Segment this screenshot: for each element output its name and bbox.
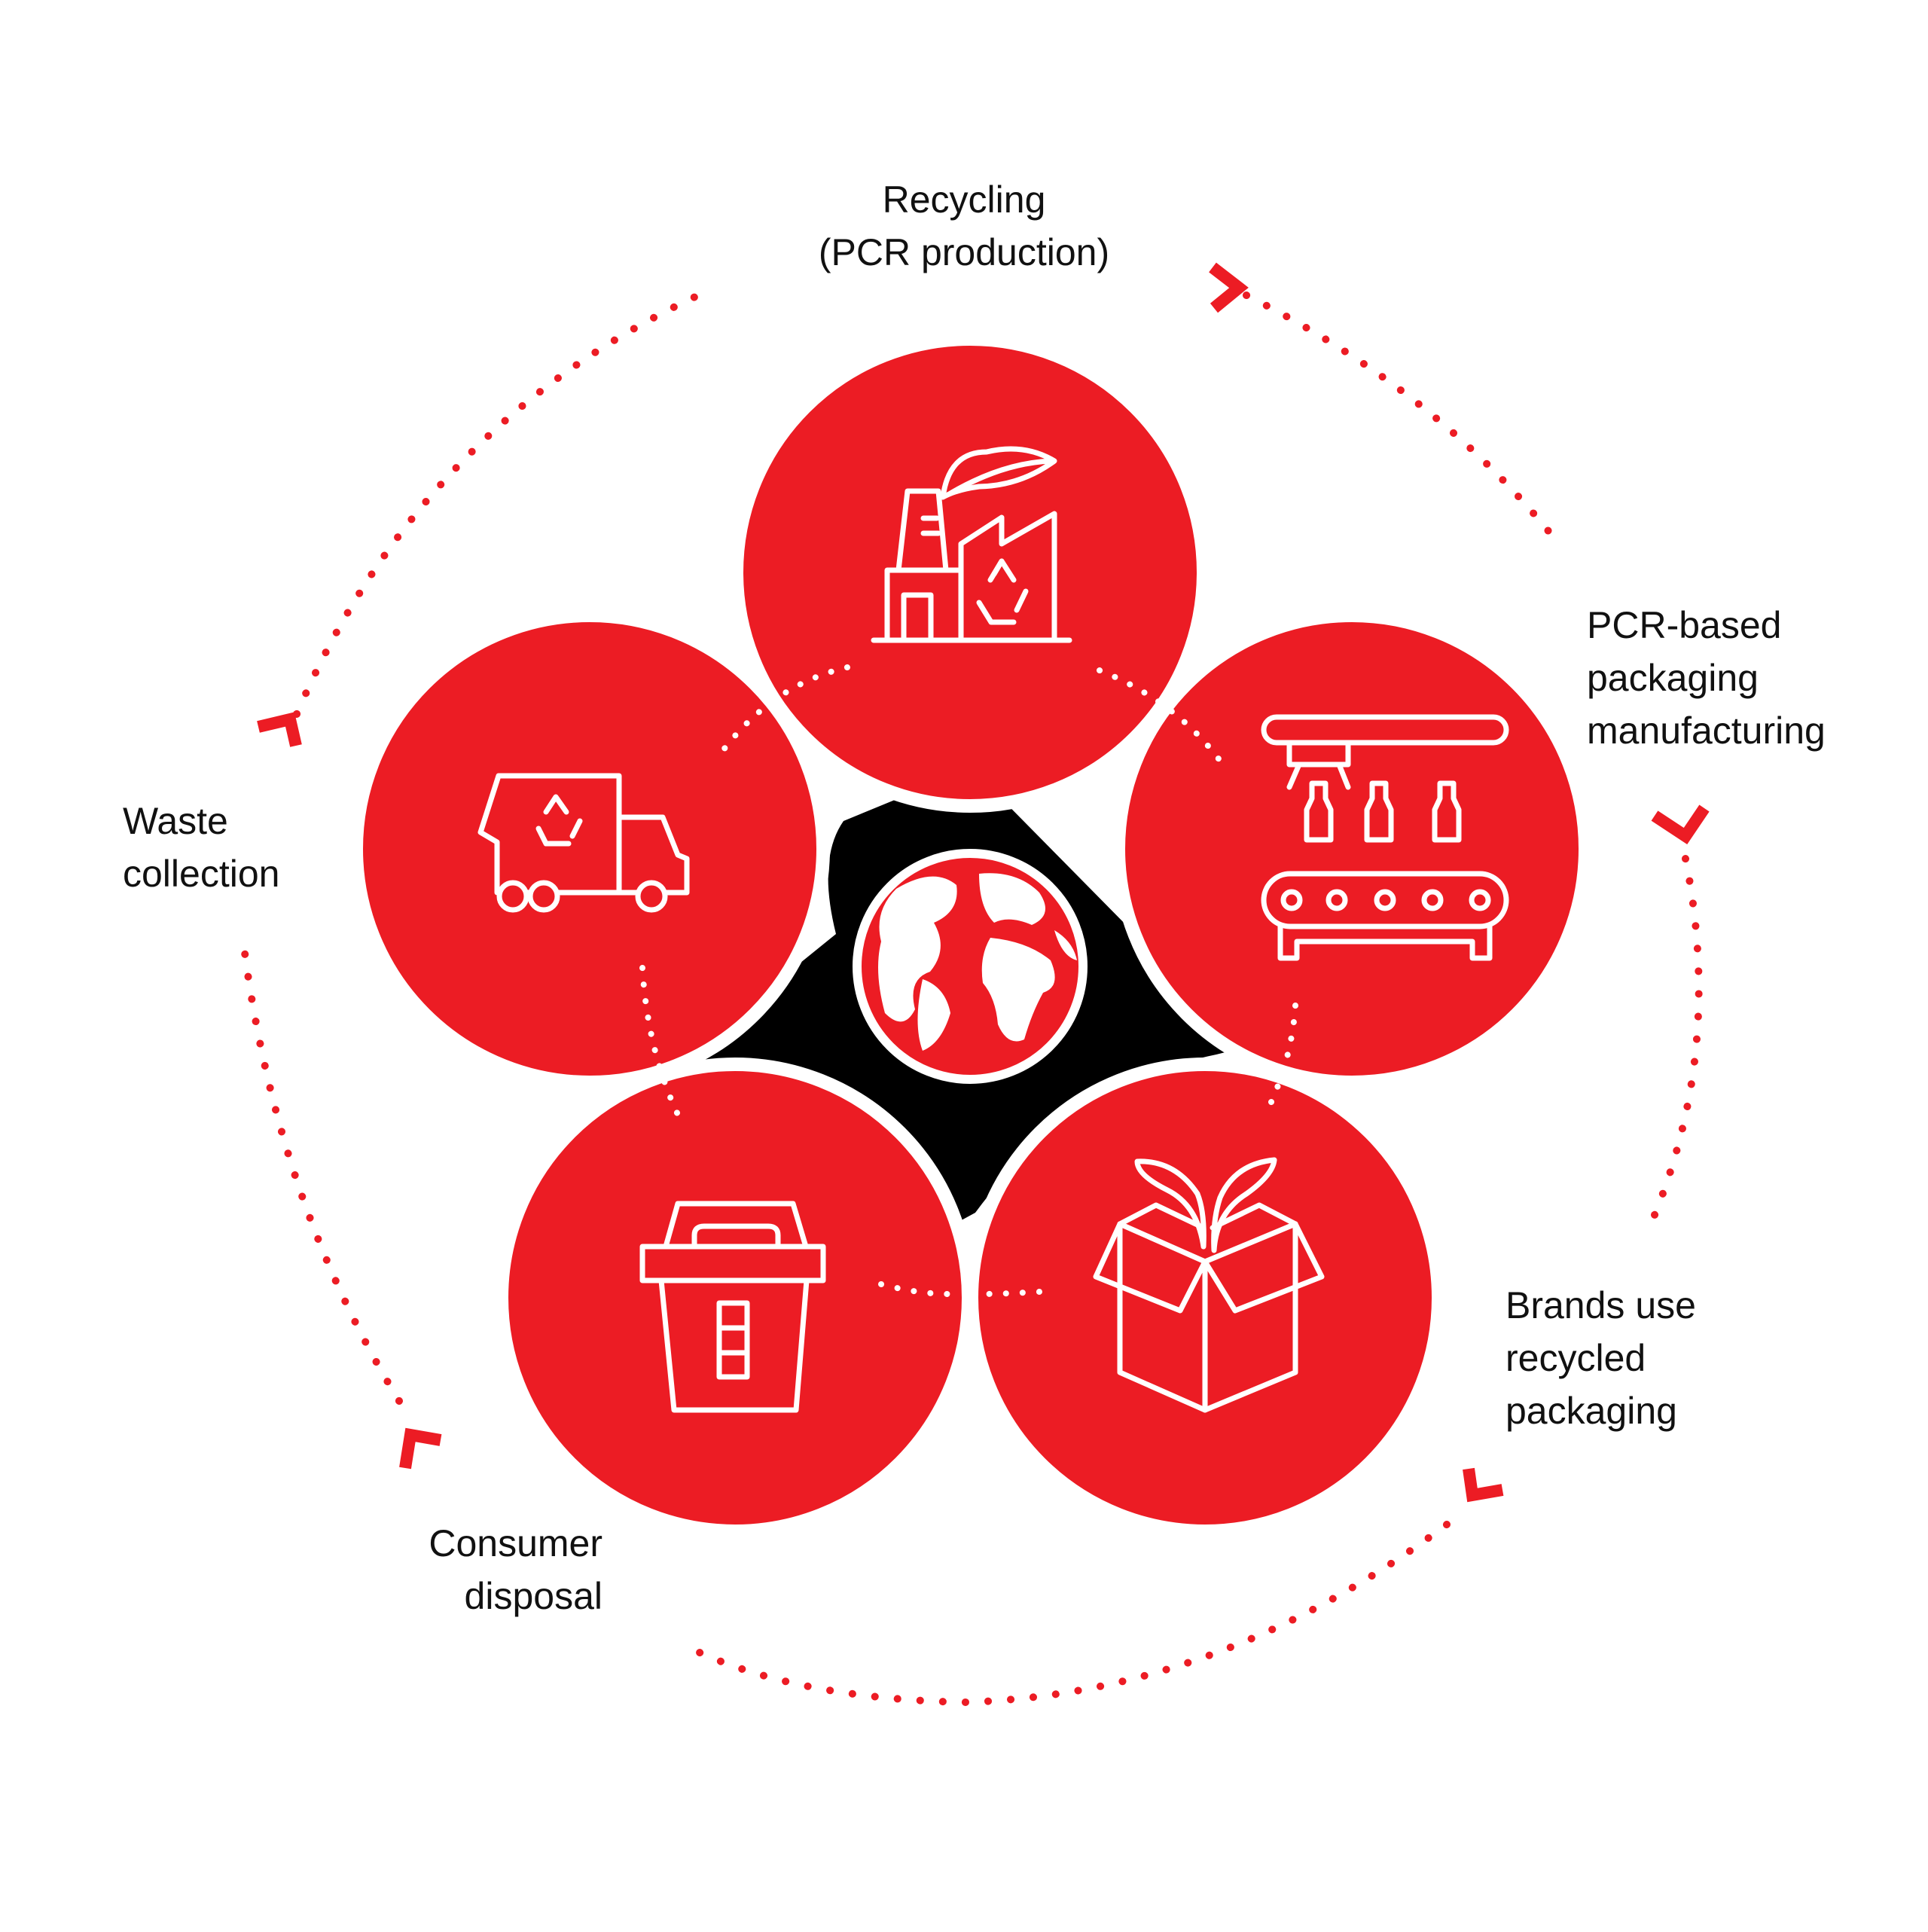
cycle-arc-bottom bbox=[682, 1521, 1451, 1707]
stage-circle-consumer bbox=[495, 1058, 975, 1538]
stage-label-line: PCR-based bbox=[1587, 604, 1782, 646]
cycle-arc-bottom-left bbox=[241, 949, 403, 1405]
stage-label-line: Waste bbox=[123, 800, 228, 842]
cycle-arc-top-right bbox=[1243, 291, 1561, 546]
recycling-truck-icon bbox=[477, 773, 690, 913]
stage-label-line: manufacturing bbox=[1587, 710, 1826, 752]
inner-connector bbox=[712, 664, 850, 764]
globe-icon bbox=[853, 849, 1088, 1084]
stage-label-line: packaging bbox=[1587, 657, 1759, 699]
factory-recycle-icon bbox=[871, 446, 1072, 643]
stage-label-manufacturing: PCR-based packaging manufacturing bbox=[1587, 599, 1826, 757]
arrow-marker-icon bbox=[1651, 804, 1710, 845]
stage-label-line: Brands use bbox=[1505, 1284, 1696, 1326]
cycle-arc-right bbox=[1645, 855, 1703, 1233]
bottling-conveyor-icon bbox=[1261, 714, 1509, 961]
stage-label-line: packaging bbox=[1505, 1390, 1677, 1432]
box-sprout-icon bbox=[1093, 1157, 1325, 1413]
stage-label-line: (PCR production) bbox=[818, 231, 1110, 273]
cycle-arc-top-left bbox=[293, 288, 709, 718]
inner-connector bbox=[1262, 1003, 1298, 1118]
inner-connector bbox=[976, 1289, 1042, 1297]
stage-circle-manufacturing bbox=[1112, 609, 1592, 1089]
waste-bin-icon bbox=[639, 1201, 826, 1413]
stage-circle-collection bbox=[349, 609, 830, 1089]
stage-label-line: Consumer bbox=[429, 1522, 602, 1564]
inner-connector bbox=[1097, 667, 1223, 764]
stage-label-line: recycled bbox=[1505, 1337, 1646, 1379]
stage-label-line: Recycling bbox=[882, 179, 1046, 221]
arrow-marker-icon bbox=[399, 1427, 442, 1470]
inner-connector bbox=[639, 965, 685, 1125]
stage-label-line: disposal bbox=[464, 1575, 602, 1617]
stage-circle-recycling bbox=[730, 332, 1210, 813]
arrow-marker-icon bbox=[257, 712, 302, 747]
stage-label-collection: Waste collection bbox=[123, 795, 279, 900]
stage-label-consumer: Consumer disposal bbox=[362, 1517, 602, 1622]
stage-label-line: collection bbox=[123, 853, 280, 895]
arrow-marker-icon bbox=[1463, 1467, 1504, 1503]
arrow-marker-icon bbox=[1209, 262, 1249, 313]
stage-label-brands: Brands use recycled packaging bbox=[1505, 1279, 1696, 1437]
stage-label-recycling: Recycling (PCR production) bbox=[0, 173, 1928, 279]
